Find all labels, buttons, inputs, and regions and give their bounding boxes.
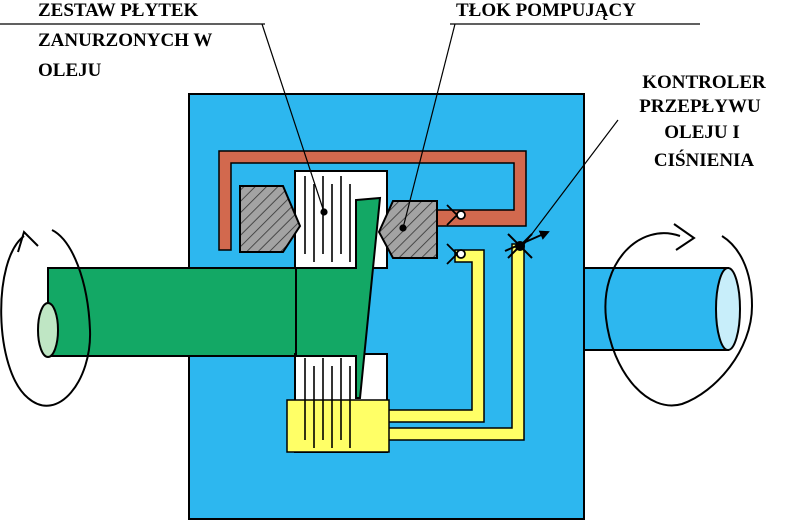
leader-lines [0,23,700,248]
pressure-oil-line [218,150,527,251]
check-valve-lower-ball [456,249,466,259]
shaft-flange [295,196,382,399]
label-controller-line4: CIŚNIENIA [654,149,755,171]
check-valve-upper-ball [456,210,466,220]
label-plates-line1: ZESTAW PŁYTEK [38,0,199,21]
rotation-arrow-left [0,229,92,407]
output-shaft-end [715,267,741,351]
annular-piston [239,185,302,253]
label-piston: TŁOK POMPUJĄCY [456,0,636,21]
plate-lines [304,176,351,448]
label-plates-line3: OLEJU [38,60,102,81]
label-controller-line1: KONTROLER [642,72,766,93]
labels: ZESTAW PŁYTEK ZANURZONYCH W OLEJU TŁOK P… [38,0,766,171]
label-controller-line3: OLEJU I [664,122,740,143]
oil-line-to-piston [385,249,485,423]
check-valves [446,204,466,265]
rotation-arrow-right [604,223,754,407]
input-shaft-body [47,267,301,357]
output-shaft [559,267,741,351]
oil-pool [286,399,390,453]
label-controller-line2: PRZEPŁYWU [639,96,761,117]
label-plates-line2: ZANURZONYCH W [38,30,212,51]
input-shaft [37,267,301,358]
input-shaft-end [37,302,59,358]
pumping-piston [377,200,438,259]
output-shaft-body [559,267,729,351]
